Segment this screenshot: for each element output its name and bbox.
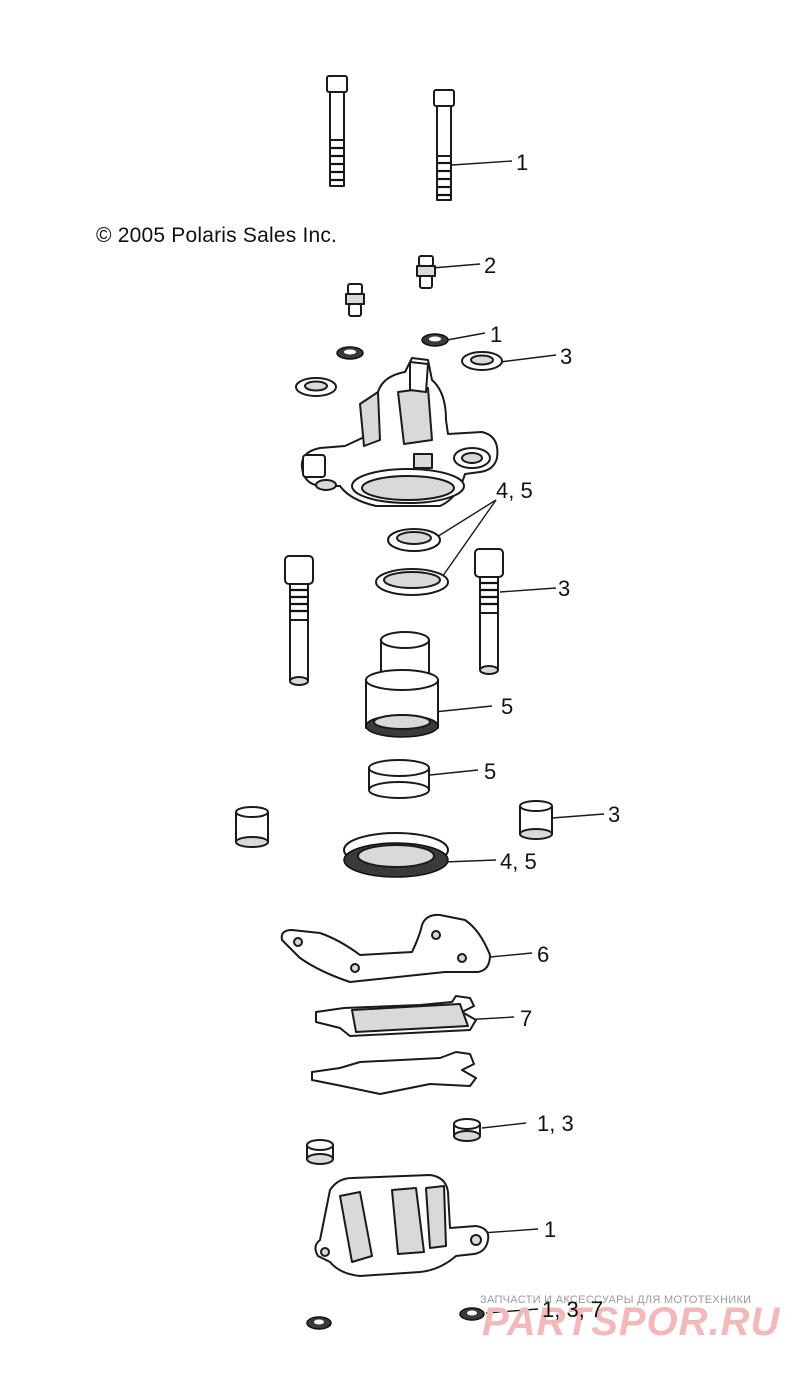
small-nut-bottom-left [306, 1316, 332, 1330]
leader-lines [429, 160, 605, 1314]
watermark-tagline: ЗАПЧАСТИ И АКСЕССУАРЫ ДЛЯ МОТОТЕХНИКИ [480, 1294, 752, 1306]
guide-pin-right [474, 548, 504, 675]
callout-piston: 5 [501, 694, 514, 719]
small-nut-top-right [421, 333, 449, 347]
callout-bracket: 6 [537, 942, 550, 967]
callout-bushing: 3 [608, 802, 621, 827]
callout-brake-pad: 7 [520, 1006, 533, 1031]
callout-guide-pin: 3 [558, 576, 571, 601]
callout-bleeder: 2 [484, 253, 497, 278]
caliper-bracket [280, 913, 491, 983]
callout-nut-top: 1 [490, 322, 503, 347]
bushing-right [519, 800, 553, 840]
small-nut-top-left [336, 346, 364, 360]
piston-seal [343, 832, 449, 878]
piston-sleeve [368, 759, 430, 799]
piston [365, 631, 439, 738]
callout-seal-rings: 4, 5 [496, 478, 533, 503]
bushing-left [235, 806, 269, 848]
mounting-bolt-left [326, 75, 348, 187]
mounting-bolt-right [433, 89, 455, 201]
seal-ring-large [375, 568, 449, 596]
watermark-brand: PARTSPOR.RU [482, 1300, 781, 1344]
callout-washer-top: 3 [560, 344, 573, 369]
seal-ring-small [387, 528, 441, 552]
brake-pad-lower [311, 1051, 477, 1095]
brake-pad-upper [315, 995, 477, 1037]
small-nut-bottom-right [459, 1307, 485, 1321]
callout-lower-caliper: 1 [544, 1217, 557, 1242]
washer-top-right [461, 351, 503, 371]
callout-bolt: 1 [516, 150, 529, 175]
bleeder-fitting-right [416, 255, 436, 289]
small-bushing-right [453, 1118, 481, 1142]
guide-pin-left [284, 555, 314, 686]
copyright-notice: © 2005 Polaris Sales Inc. [96, 224, 338, 247]
callout-piston-sleeve: 5 [484, 759, 497, 784]
bleeder-fitting-left [345, 283, 365, 317]
washer-top-left [295, 377, 337, 397]
small-bushing-left [306, 1139, 334, 1165]
upper-caliper-body [300, 357, 499, 507]
callout-small-bushing: 1, 3 [537, 1111, 574, 1136]
lower-caliper-body [314, 1174, 490, 1277]
callout-piston-seal: 4, 5 [500, 849, 537, 874]
callout-small-nut-bottom: 1, 3, 7 [542, 1297, 604, 1322]
